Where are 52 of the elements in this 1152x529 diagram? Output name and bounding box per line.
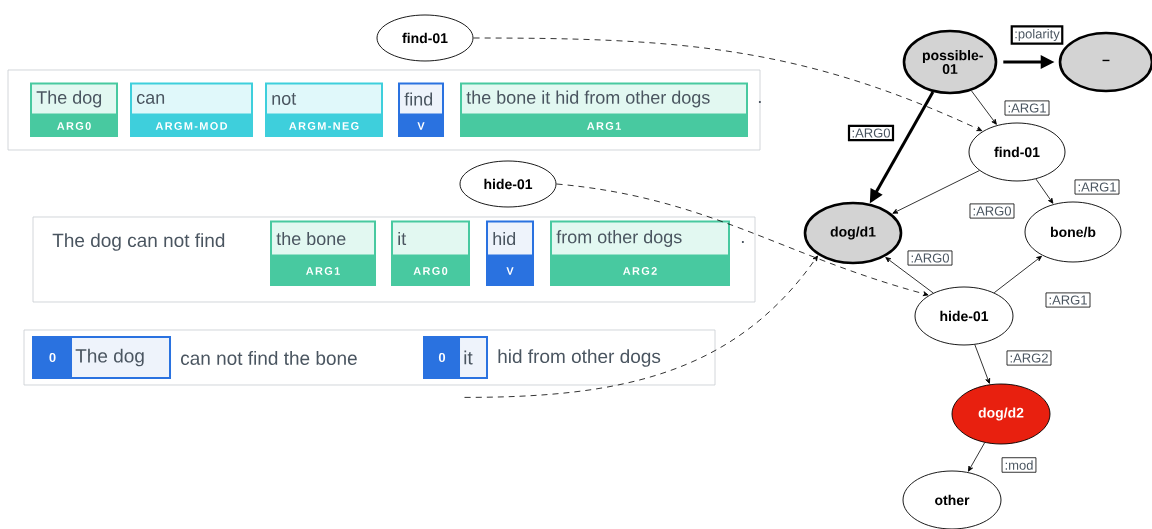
role-token: hid V xyxy=(486,220,534,286)
node-label: ARG1 xyxy=(587,122,621,130)
ellipse-node: hide-01 xyxy=(459,160,557,208)
ellipse-node: dog/d1 xyxy=(803,201,903,265)
node-label: ARG2 xyxy=(623,267,657,275)
edge-label: :ARG1 xyxy=(1074,179,1120,195)
node-label: ARG1 xyxy=(306,267,340,275)
arrow xyxy=(974,344,991,384)
role-token: not ARGM-NEG xyxy=(265,82,383,137)
node-label: ARG0 xyxy=(57,122,91,130)
role-token: the bone it hid from other dogs ARG1 xyxy=(460,82,748,137)
sentence-text: can not find the bone xyxy=(181,351,357,365)
ellipse-node: bone/b xyxy=(1024,201,1122,263)
edge-label: :ARG2 xyxy=(1006,350,1052,366)
arrow xyxy=(473,37,983,132)
arrow xyxy=(968,442,986,472)
ellipse-node: possible-01 xyxy=(902,29,998,95)
node-label: V xyxy=(417,122,425,130)
node-label: ARGM-MOD xyxy=(155,122,228,130)
edge-label: :ARG0 xyxy=(907,250,953,266)
ellipse-node: hide-01 xyxy=(914,286,1014,346)
arrow xyxy=(464,255,818,398)
edge-label: :ARG1 xyxy=(1045,292,1091,308)
role-token: the bone ARG1 xyxy=(270,220,376,286)
node-label: ARGM-NEG xyxy=(289,122,359,130)
arrow xyxy=(971,90,997,125)
edge-label: :ARG1 xyxy=(1004,100,1050,116)
node-label: V xyxy=(506,267,514,275)
edge-label: :ARG0 xyxy=(847,124,895,142)
role-token: from other dogs ARG2 xyxy=(550,220,730,286)
role-token: The dog ARG0 xyxy=(30,82,118,137)
edge-label: :polarity xyxy=(1010,25,1064,45)
sentence-text: hid from other dogs xyxy=(498,349,661,367)
arrow xyxy=(556,183,929,297)
arrow xyxy=(993,255,1042,294)
arrow xyxy=(885,257,934,294)
role-token: find V xyxy=(398,82,444,137)
edge-label: :ARG0 xyxy=(969,203,1015,219)
role-token: can ARGM-MOD xyxy=(130,82,253,137)
sentence-text: The dog can not find xyxy=(52,233,225,251)
node-label: ARG0 xyxy=(413,267,448,275)
ellipse-node: find-01 xyxy=(376,14,474,62)
ellipse-node: find-01 xyxy=(968,122,1066,182)
coref-token: 0 it xyxy=(423,336,488,379)
ellipse-node: dog/d2 xyxy=(951,383,1051,445)
coref-token: 0 The dog xyxy=(32,336,171,379)
role-token: it ARG0 xyxy=(391,220,470,286)
sentence-text: . xyxy=(758,101,761,103)
edge-label: :mod xyxy=(1001,457,1037,473)
arrow xyxy=(892,170,980,214)
arrow xyxy=(1035,178,1054,204)
sentence-text: . xyxy=(741,241,744,243)
